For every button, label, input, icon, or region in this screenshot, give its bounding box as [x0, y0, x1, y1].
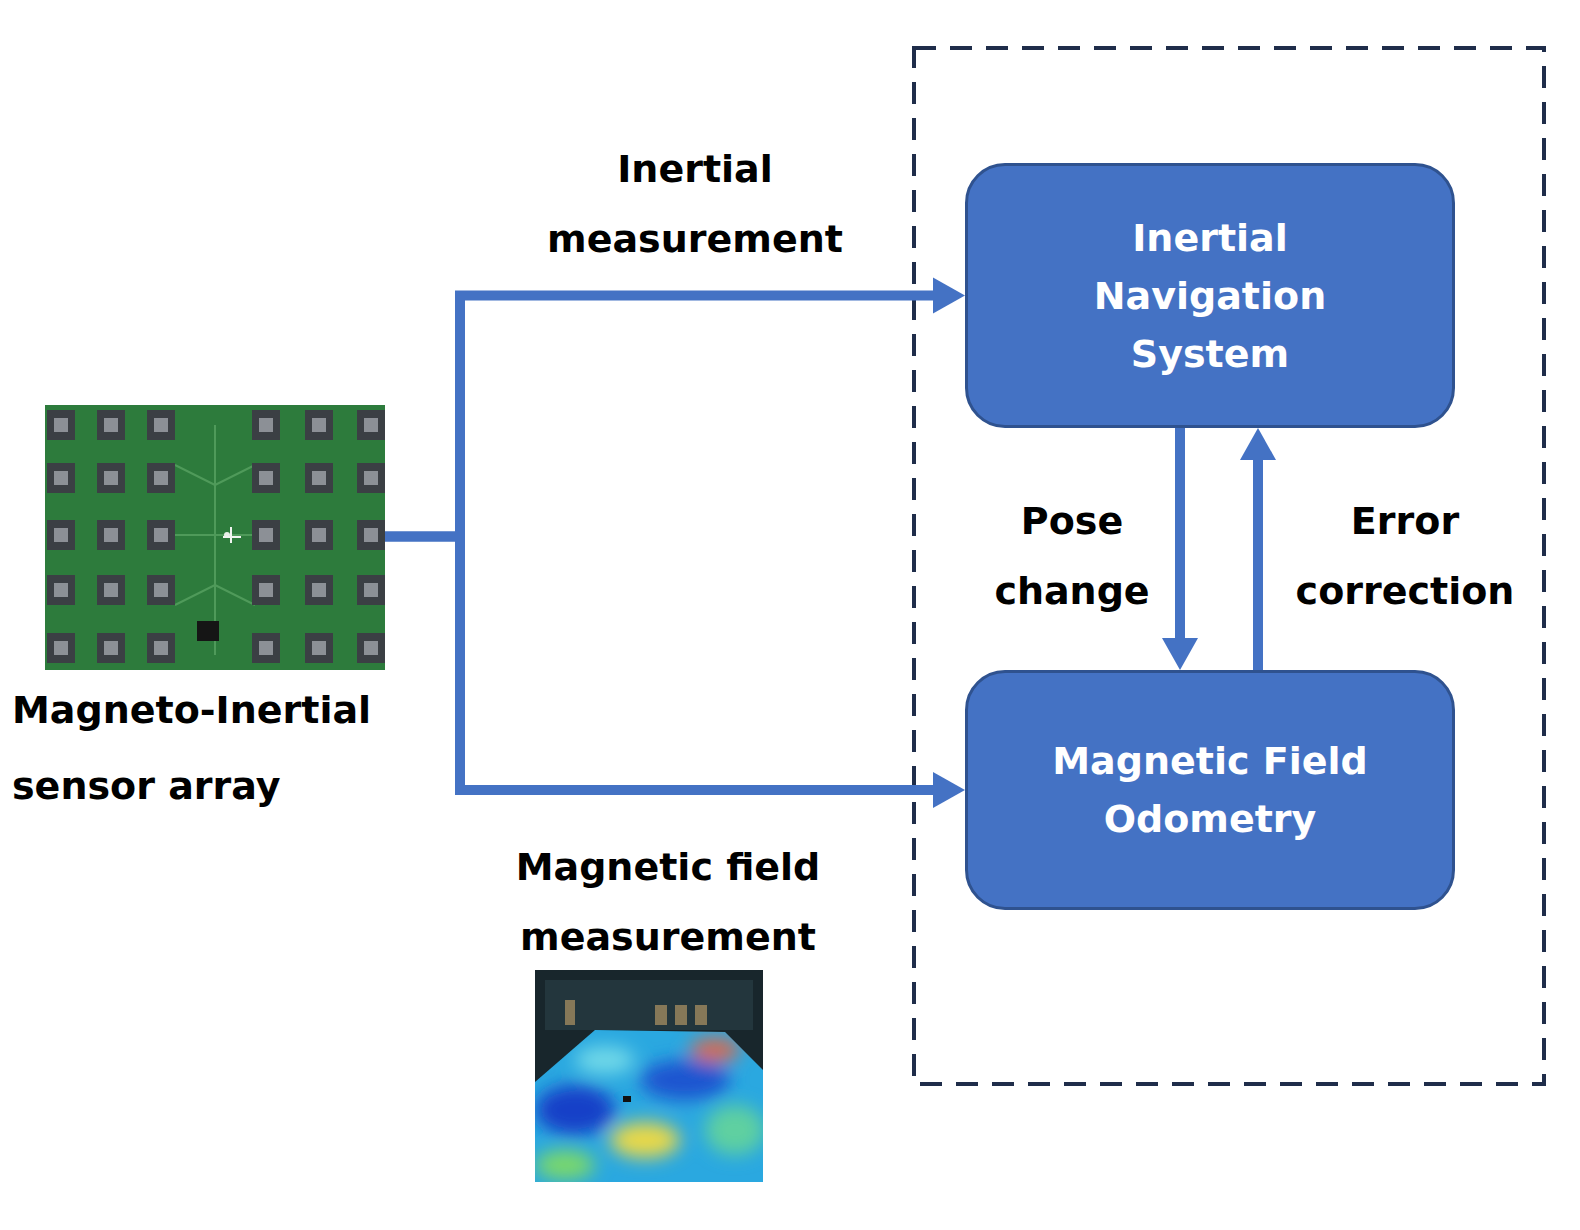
- edge-label: Error correction: [1280, 486, 1530, 626]
- process-box: Magnetic Field Odometry: [965, 670, 1455, 910]
- edge-label: Inertial measurement: [505, 134, 885, 274]
- sensor-board-photo: [45, 405, 385, 670]
- flow-arrow: [385, 296, 945, 537]
- sensor-array: Magneto-Inertial sensor array: [45, 405, 385, 668]
- arrow-head: [1162, 638, 1198, 670]
- box-label: Inertial Navigation System: [1060, 209, 1360, 383]
- box-label: Magnetic Field Odometry: [990, 732, 1430, 848]
- flow-arrow: [1253, 448, 1263, 670]
- arrow-head: [933, 278, 965, 314]
- arrow-head: [933, 772, 965, 808]
- dashed-frame: [914, 48, 1544, 1084]
- edge-label: Pose change: [957, 486, 1187, 626]
- part-label: Magneto-Inertial sensor array: [12, 672, 462, 824]
- edge-label: Magnetic field measurement: [488, 832, 848, 972]
- flow-arrow: [1175, 428, 1185, 650]
- process-box: Inertial Navigation System: [965, 163, 1455, 428]
- flow-arrow: [385, 537, 945, 791]
- magnetic-map-image: [535, 970, 763, 1182]
- arrow-head: [1240, 428, 1276, 460]
